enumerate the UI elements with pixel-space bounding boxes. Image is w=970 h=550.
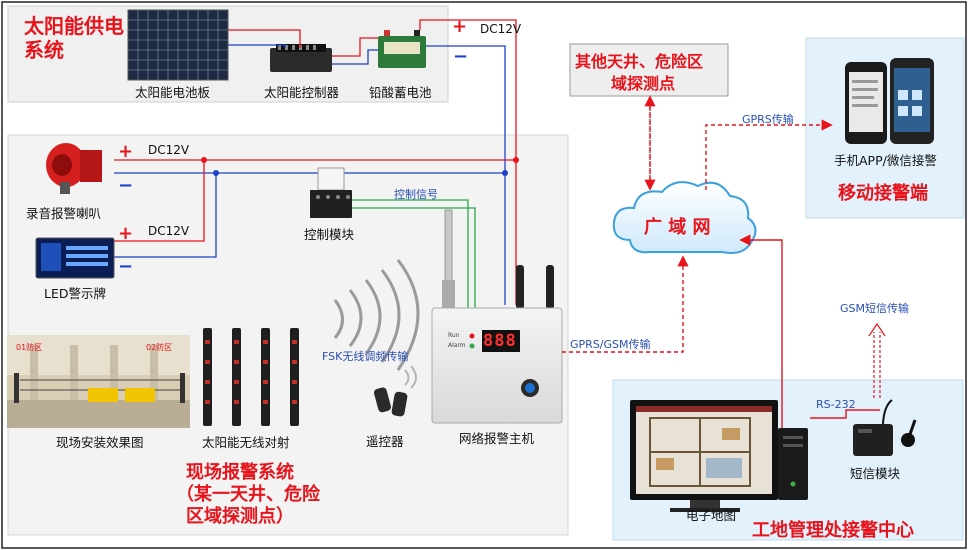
zone2-label: 02防区 bbox=[146, 343, 173, 352]
battery-image bbox=[378, 30, 426, 68]
siren-plus-sign: + bbox=[118, 141, 134, 162]
fsk-label: FSK无线调频传输 bbox=[322, 350, 409, 363]
siren-image bbox=[46, 143, 102, 194]
remote-waves bbox=[404, 365, 417, 389]
host-display-digits: 888 bbox=[483, 331, 517, 351]
mobile-title: 移动接警端 bbox=[838, 183, 928, 204]
battery-plus-sign: + bbox=[452, 16, 468, 37]
host-alarm-label: Alarm bbox=[448, 342, 466, 349]
monitor-image bbox=[630, 400, 808, 512]
scene-photo bbox=[7, 335, 190, 428]
sms-module-image bbox=[853, 399, 917, 456]
wan-label: 广 域 网 bbox=[644, 217, 711, 238]
siren-minus-sign: − bbox=[118, 175, 134, 196]
mobile-app-label: 手机APP/微信接警 bbox=[834, 153, 937, 168]
solar-panel-label: 太阳能电池板 bbox=[135, 85, 211, 100]
phones-image bbox=[845, 58, 934, 144]
host-label: 网络报警主机 bbox=[459, 431, 535, 446]
gprs-label: GPRS传输 bbox=[742, 113, 794, 126]
fsk-waves bbox=[333, 259, 420, 371]
site-system-title-line1: 现场报警系统 bbox=[186, 462, 294, 483]
led-label: LED警示牌 bbox=[44, 286, 106, 301]
center-title: 工地管理处接警中心 bbox=[752, 520, 914, 541]
siren-dc-label: DC12V bbox=[148, 143, 190, 157]
beam-sensors bbox=[203, 328, 299, 426]
gprs-gsm-label: GPRS/GSM传输 bbox=[570, 338, 651, 351]
led-sign-image bbox=[35, 237, 115, 279]
host-antennas bbox=[442, 209, 554, 311]
control-module-image bbox=[310, 167, 352, 218]
site-system-title-line2: （某一天井、危险 bbox=[176, 484, 320, 505]
solar-controller-label: 太阳能控制器 bbox=[264, 85, 340, 100]
led-plus-sign: + bbox=[118, 223, 134, 244]
wan-cloud bbox=[612, 181, 757, 254]
solar-system-title-line1: 太阳能供电 bbox=[24, 14, 124, 38]
map-label: 电子地图 bbox=[686, 508, 737, 523]
host-display-bg bbox=[482, 330, 520, 352]
solar-panel-image bbox=[127, 9, 229, 81]
led-dc-label: DC12V bbox=[148, 224, 190, 238]
other-points-line1: 其他天井、危险区 bbox=[575, 52, 704, 71]
host-box bbox=[431, 307, 563, 424]
remote-label: 遥控器 bbox=[366, 434, 404, 449]
battery-label: 铅酸蓄电池 bbox=[369, 85, 432, 100]
battery-minus-sign: − bbox=[453, 46, 469, 67]
led-minus-sign: − bbox=[118, 256, 134, 277]
sms-module-label: 短信模块 bbox=[850, 466, 901, 481]
siren-label: 录音报警喇叭 bbox=[26, 206, 102, 221]
scene-label: 现场安装效果图 bbox=[56, 435, 144, 450]
battery-dc-label: DC12V bbox=[480, 22, 522, 36]
solar-controller-image bbox=[270, 44, 332, 72]
solar-system-title-line2: 系统 bbox=[24, 38, 64, 62]
site-system-title-line3: 区域探测点） bbox=[186, 506, 294, 527]
zone1-label: 01防区 bbox=[16, 343, 43, 352]
host-run-label: Run bbox=[448, 332, 460, 339]
control-signal-label: 控制信号 bbox=[394, 188, 438, 201]
gsm-sms-label: GSM短信传输 bbox=[840, 302, 909, 315]
beam-label: 太阳能无线对射 bbox=[202, 435, 290, 450]
control-module-label: 控制模块 bbox=[304, 227, 355, 242]
remote-image bbox=[373, 387, 408, 417]
other-points-line2: 域探测点 bbox=[611, 74, 676, 93]
rs232-label: RS-232 bbox=[816, 398, 856, 411]
